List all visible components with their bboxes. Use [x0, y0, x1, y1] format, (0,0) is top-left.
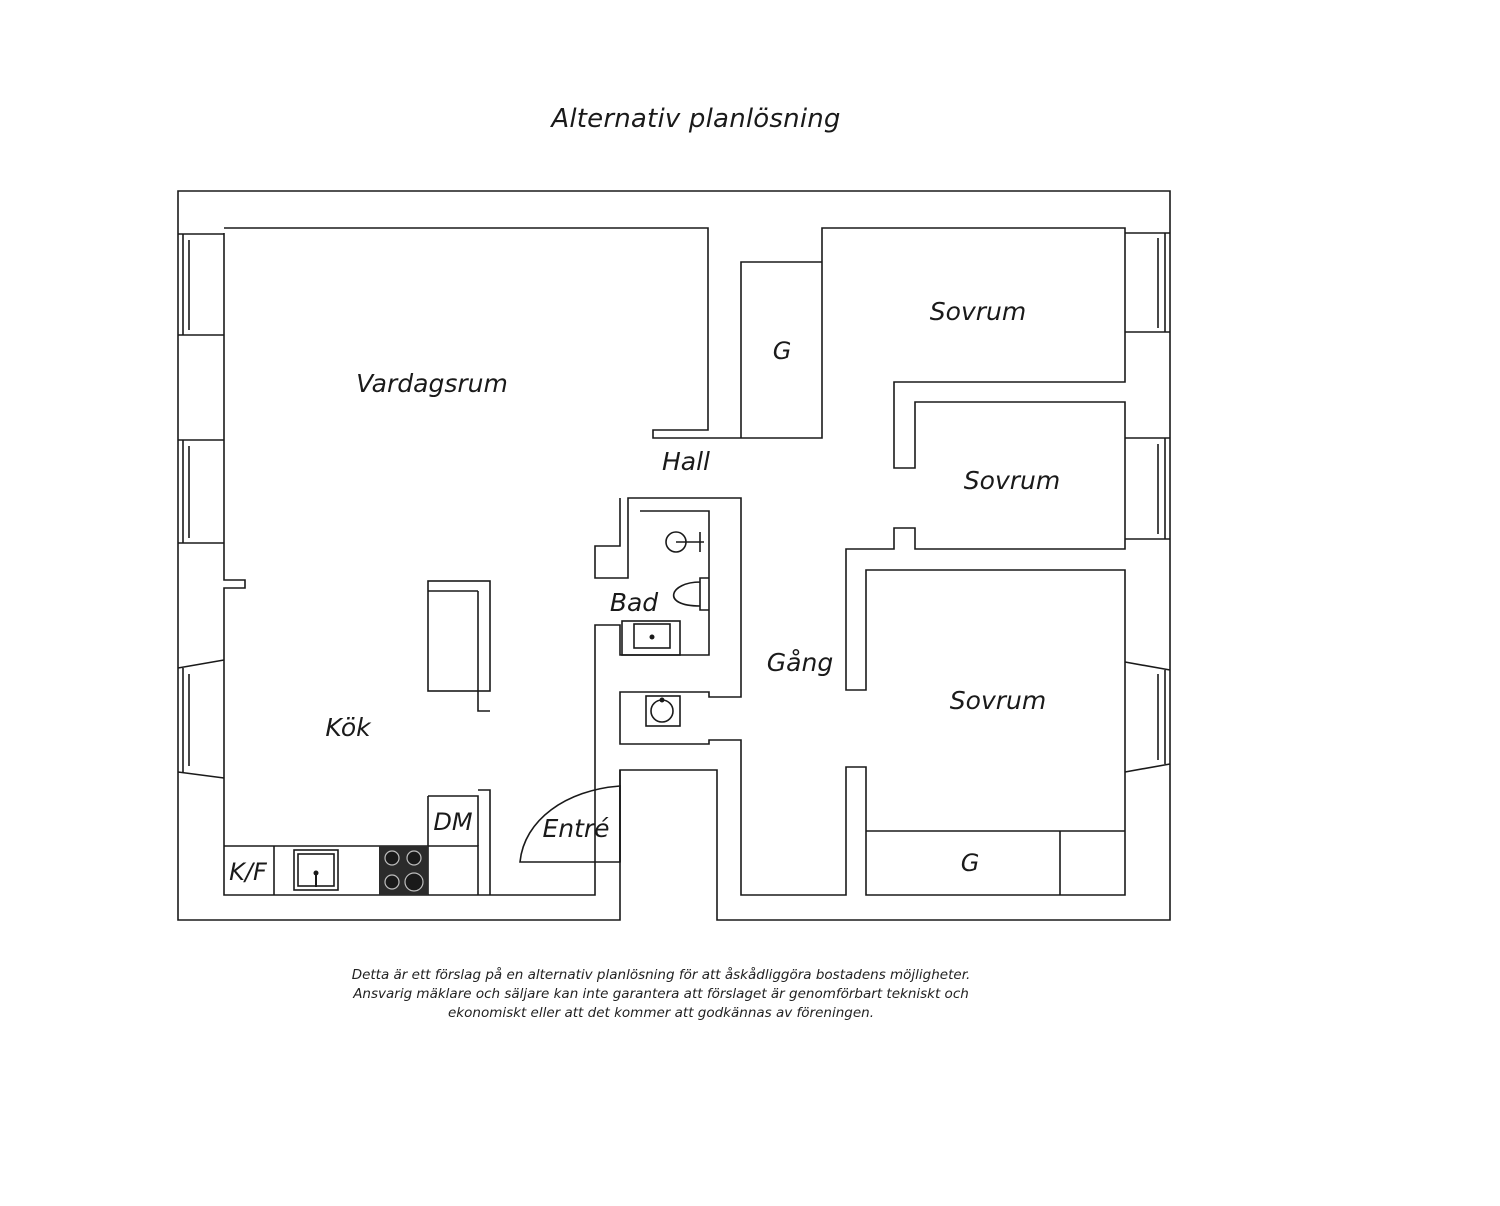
disclaimer-line-2: Ansvarig mäklare och säljare kan inte ga…: [353, 986, 969, 1002]
wardrobe-bottom: [866, 830, 1125, 895]
room-label-garderob-1: G: [773, 337, 792, 365]
window-right-1: [1125, 232, 1170, 333]
room-label-bad: Bad: [610, 588, 658, 617]
disclaimer-line-3: ekonomiskt eller att det kommer att godk…: [448, 1005, 874, 1021]
kitchen-sink: [293, 849, 339, 891]
washbasin-hall: [645, 695, 681, 727]
window-left-1: [178, 233, 224, 336]
exterior-wall: [177, 190, 1171, 921]
disclaimer: Detta är ett förslag på en alternativ pl…: [300, 966, 1022, 1023]
room-label-kf: K/F: [229, 858, 268, 886]
plan-title: Alternativ planlösning: [551, 104, 841, 134]
wardrobe-top-wall: [740, 261, 822, 438]
window-right-2: [1125, 437, 1170, 540]
bath-sink: [621, 620, 681, 656]
bath-wall: [594, 510, 710, 785]
room-label-entre: Entré: [542, 814, 609, 843]
room-label-vardagsrum: Vardagsrum: [356, 369, 508, 398]
room-label-sovrum-2: Sovrum: [964, 466, 1060, 495]
room-label-gang: Gång: [767, 648, 833, 677]
window-right-3: [1124, 661, 1171, 773]
window-left-3: [177, 659, 225, 779]
toilet: [672, 577, 709, 611]
kitchen-island: [427, 580, 491, 692]
living-kitchen-wall: [223, 233, 596, 896]
window-left-2: [178, 439, 224, 544]
entry-door: [519, 785, 621, 863]
room-label-sovrum-1: Sovrum: [930, 297, 1026, 326]
room-label-dm: DM: [433, 808, 472, 836]
room-label-hall: Hall: [662, 447, 710, 476]
living-top-wall: [224, 227, 1126, 896]
disclaimer-line-1: Detta är ett förslag på en alternativ pl…: [351, 967, 971, 983]
room-label-kok: Kök: [325, 713, 372, 742]
room-label-sovrum-3: Sovrum: [950, 686, 1046, 715]
room-label-garderob-2: G: [961, 849, 980, 877]
